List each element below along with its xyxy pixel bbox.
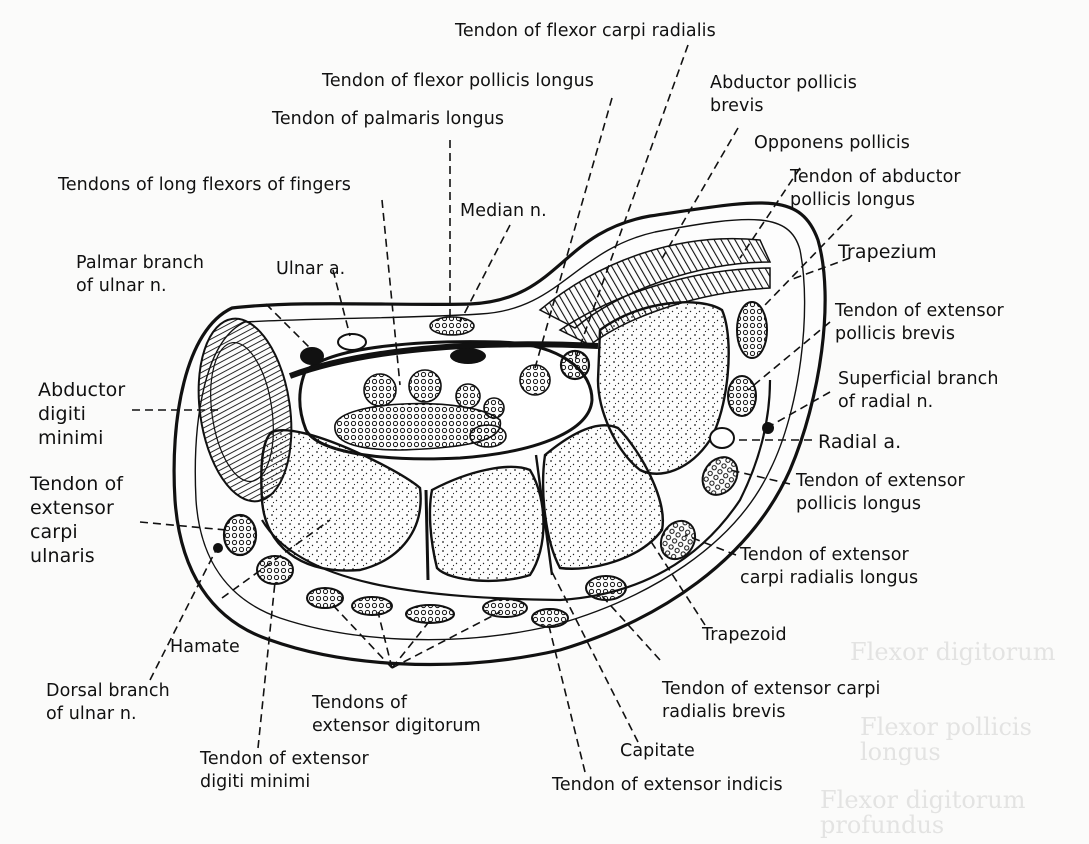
label-extensor-pollicis-longus: Tendon of extensor pollicis longus (796, 470, 965, 516)
label-radial-artery: Radial a. (818, 430, 901, 454)
label-extensor-digiti-minimi: Tendon of extensor digiti minimi (200, 748, 369, 794)
label-abductor-digiti-minimi: Abductor digiti minimi (38, 378, 125, 450)
flexor-pollicis-longus-tendon (520, 365, 550, 395)
label-extensor-indicis: Tendon of extensor indicis (552, 774, 783, 797)
label-palmaris-longus: Tendon of palmaris longus (272, 108, 504, 131)
label-abductor-pollicis-longus: Tendon of abductor pollicis longus (790, 166, 961, 212)
extensor-digitorum-tendon (483, 599, 527, 617)
label-long-flexors: Tendons of long flexors of fingers (58, 174, 351, 197)
label-dorsal-branch-ulnar: Dorsal branch of ulnar n. (46, 680, 170, 726)
label-hamate: Hamate (170, 636, 240, 659)
label-ulnar-artery: Ulnar a. (276, 258, 345, 281)
label-palmar-branch-ulnar: Palmar branch of ulnar n. (76, 252, 204, 298)
extensor-digitorum-tendon (406, 605, 454, 623)
extensor-digitorum-tendon (307, 588, 343, 608)
label-abductor-pollicis-brevis: Abductor pollicis brevis (710, 72, 857, 118)
extensor-carpi-ulnaris-tendon (224, 515, 256, 555)
label-opponens-pollicis: Opponens pollicis (754, 132, 910, 155)
label-trapezoid: Trapezoid (702, 624, 787, 647)
extensor-digitorum-tendon (352, 597, 392, 615)
flexor-tendon (409, 370, 441, 402)
radial-artery (710, 428, 734, 448)
abductor-pollicis-longus-tendon (737, 302, 767, 358)
label-flexor-pollicis-longus: Tendon of flexor pollicis longus (322, 70, 594, 93)
ulnar-nerve (300, 347, 324, 365)
label-extensor-carpi-radialis-brevis: Tendon of extensor carpi radialis brevis (662, 678, 881, 724)
ulnar-artery (338, 334, 366, 350)
flexor-carpi-radialis-tendon (561, 351, 589, 379)
label-superficial-radial: Superficial branch of radial n. (838, 368, 999, 414)
label-median-nerve: Median n. (460, 200, 547, 223)
label-extensor-carpi-radialis-longus: Tendon of extensor carpi radialis longus (740, 544, 918, 590)
extensor-indicis-tendon (532, 609, 568, 627)
flexor-tendon (456, 384, 480, 408)
palmar-branch (450, 348, 486, 364)
label-extensor-carpi-ulnaris: Tendon of extensor carpi ulnaris (30, 472, 123, 568)
label-extensor-pollicis-brevis: Tendon of extensor pollicis brevis (835, 300, 1004, 346)
flexor-tendon (484, 398, 504, 418)
flexor-tendon (364, 374, 396, 406)
capitate-bone (430, 467, 544, 581)
label-trapezium: Trapezium (838, 240, 937, 264)
extensor-pollicis-brevis-tendon (728, 376, 756, 416)
label-capitate: Capitate (620, 740, 695, 763)
label-flexor-carpi-radialis: Tendon of flexor carpi radialis (455, 20, 716, 43)
flexor-tendon (470, 425, 506, 447)
label-extensor-digitorum: Tendons of extensor digitorum (312, 692, 481, 738)
median-nerve (430, 317, 474, 335)
